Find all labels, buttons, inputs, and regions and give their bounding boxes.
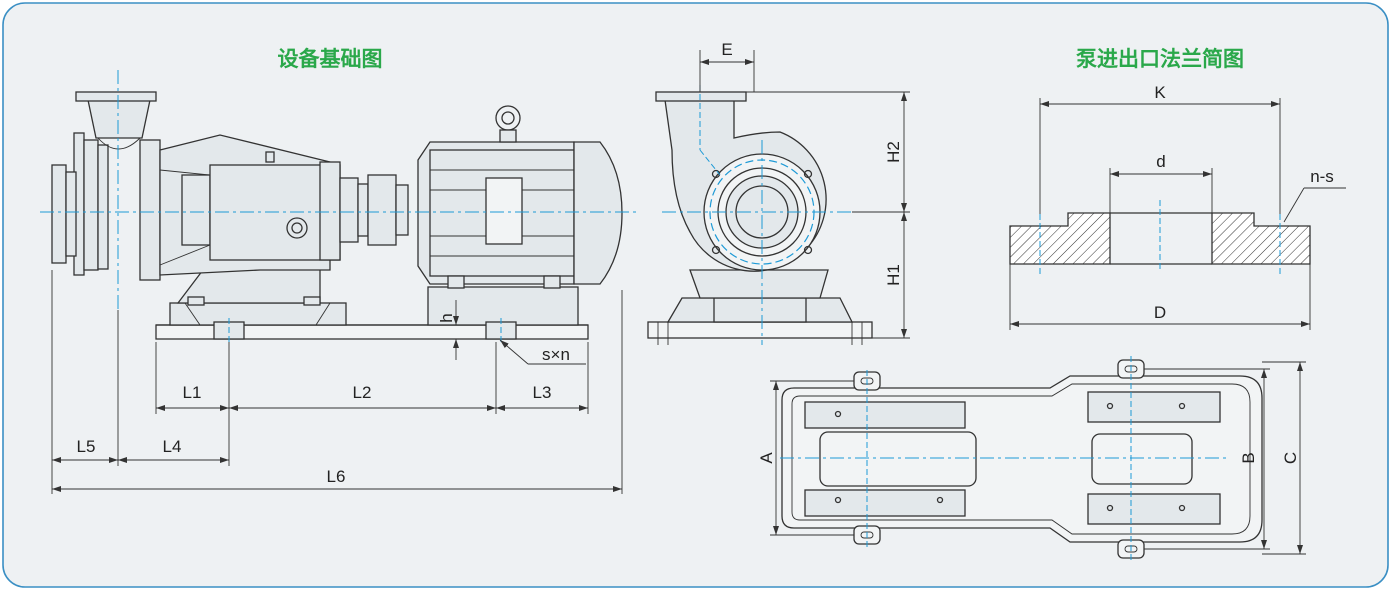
flange-title: 泵进出口法兰简图 xyxy=(1076,47,1244,71)
pump-side-view xyxy=(40,70,640,342)
pump-front-view xyxy=(647,85,873,345)
base-plan-view xyxy=(780,356,1263,562)
label-H1: H1 xyxy=(884,264,903,286)
label-K: K xyxy=(1154,83,1166,102)
foundation-title: 设备基础图 xyxy=(278,47,383,71)
front-view-dimensions xyxy=(699,50,910,339)
label-B: B xyxy=(1239,452,1258,463)
side-view-dimensions xyxy=(51,270,623,494)
label-L5: L5 xyxy=(77,437,96,456)
label-A: A xyxy=(757,452,776,464)
label-ns: n-s xyxy=(1310,167,1334,186)
label-D: D xyxy=(1154,303,1166,322)
label-h: h xyxy=(437,313,456,322)
flange-dimensions xyxy=(1009,98,1346,330)
label-H2: H2 xyxy=(884,141,903,163)
label-L3: L3 xyxy=(533,383,552,402)
label-L4: L4 xyxy=(163,437,182,456)
label-E: E xyxy=(721,40,732,59)
label-L1: L1 xyxy=(183,383,202,402)
label-L6: L6 xyxy=(327,467,346,486)
flange-section xyxy=(1009,200,1311,276)
label-L2: L2 xyxy=(353,383,372,402)
label-sxn: s×n xyxy=(542,345,570,364)
base-plan-dimensions xyxy=(770,361,1306,555)
label-d: d xyxy=(1156,152,1165,171)
label-C: C xyxy=(1281,452,1300,464)
